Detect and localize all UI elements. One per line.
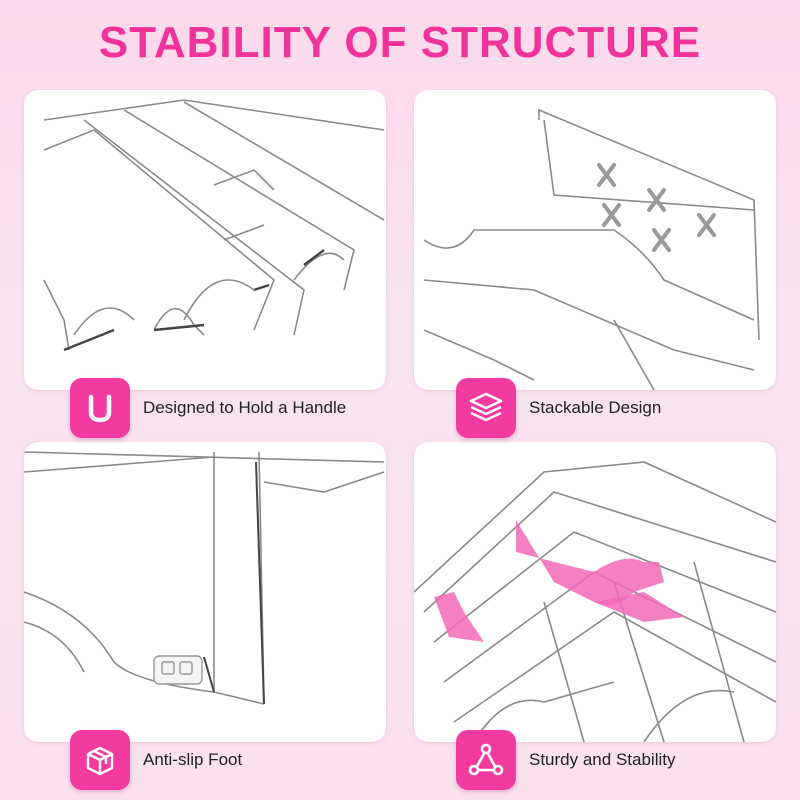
feature-label: Designed to Hold a Handle [143,398,347,417]
feature-stackable: Stackable Design [456,378,661,438]
sturdy-structure-illustration [414,461,776,742]
page-title: STABILITY OF STRUCTURE [98,18,702,67]
feature-handle: Designed to Hold a Handle [70,378,346,438]
handle-slots-photo [24,90,386,390]
feature-label: Sturdy and Stability [529,750,676,769]
u-handle-icon [70,378,130,438]
pink-highlight-lower [434,592,484,642]
pink-highlight-upper [516,520,664,606]
stackable-tray-illustration [423,108,760,390]
stackable-tray-photo [414,90,776,390]
anti-slip-foot-photo [24,442,386,742]
feature-anti-slip: Anti-slip Foot [70,730,242,790]
cube-box-icon [70,730,130,790]
stack-layers-icon [456,378,516,438]
feature-label: Stackable Design [529,398,662,417]
anti-slip-foot-illustration [24,451,385,705]
feature-sturdy: Sturdy and Stability [456,730,675,790]
sturdy-structure-photo [414,442,776,742]
feature-label: Anti-slip Foot [143,750,243,769]
acrylic-slots-illustration [43,99,385,352]
pink-highlight-right [594,592,684,622]
triangle-nodes-icon [456,730,516,790]
